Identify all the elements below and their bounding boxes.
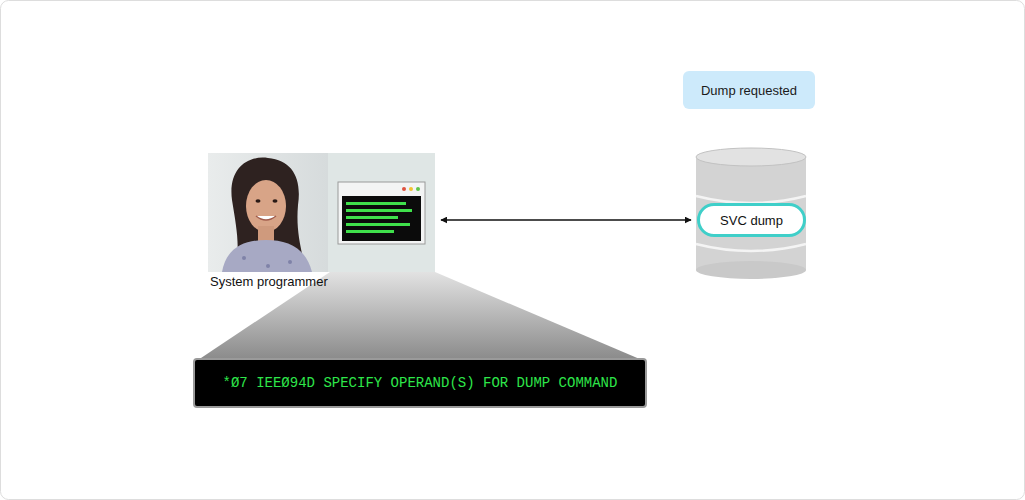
console-message: *Ø7 IEEØ94D SPECIFY OPERAND(S) FOR DUMP … — [193, 358, 647, 408]
database-cylinder — [696, 148, 806, 279]
node-label: SVC dump — [720, 213, 783, 228]
dump-pill: SVC dump — [697, 203, 806, 237]
double-arrow — [441, 219, 691, 221]
terminal-panel — [328, 153, 435, 272]
node-label: *Ø7 IEEØ94D SPECIFY OPERAND(S) FOR DUMP … — [223, 375, 618, 391]
workstation-node: System programmer — [208, 153, 435, 272]
terminal-icon — [338, 182, 425, 244]
role-label: System programmer — [210, 274, 328, 289]
person-photo — [208, 153, 328, 272]
node-label: Dump requested — [701, 83, 797, 98]
zoom-wedge — [198, 272, 642, 360]
status-box: Dump requested — [683, 71, 815, 109]
